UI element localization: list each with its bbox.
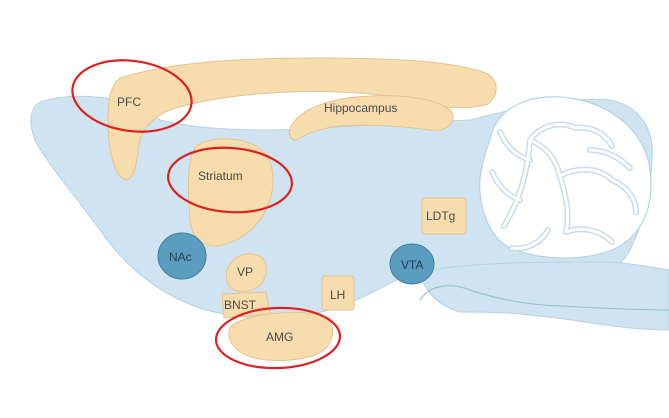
label-nac: NAc [169, 250, 192, 264]
label-lh: LH [330, 288, 345, 302]
cortex-arc [107, 57, 497, 181]
brainstem-outline [419, 285, 669, 311]
highlight-circle-amg [214, 306, 342, 370]
hippocampus-region [288, 95, 454, 141]
label-vp: VP [237, 265, 253, 279]
label-hippocampus: Hippocampus [324, 101, 397, 115]
striatum-region [187, 138, 274, 247]
label-amg: AMG [266, 330, 293, 344]
ldtg-region [421, 197, 467, 235]
amg-region [228, 312, 334, 361]
lh-region [321, 275, 355, 311]
nac-region [157, 232, 207, 280]
label-vta: VTA [401, 258, 423, 272]
highlight-circle-striatum [167, 146, 293, 214]
label-ldtg: LDTg [426, 209, 455, 223]
vp-region [226, 253, 267, 292]
vta-region [389, 243, 435, 285]
label-striatum: Striatum [198, 169, 243, 183]
brainstem [419, 261, 669, 331]
cerebellum [479, 96, 652, 259]
label-bnst: BNST [224, 298, 257, 312]
highlight-circle-pfc [71, 59, 193, 133]
label-pfc: PFC [117, 95, 141, 109]
